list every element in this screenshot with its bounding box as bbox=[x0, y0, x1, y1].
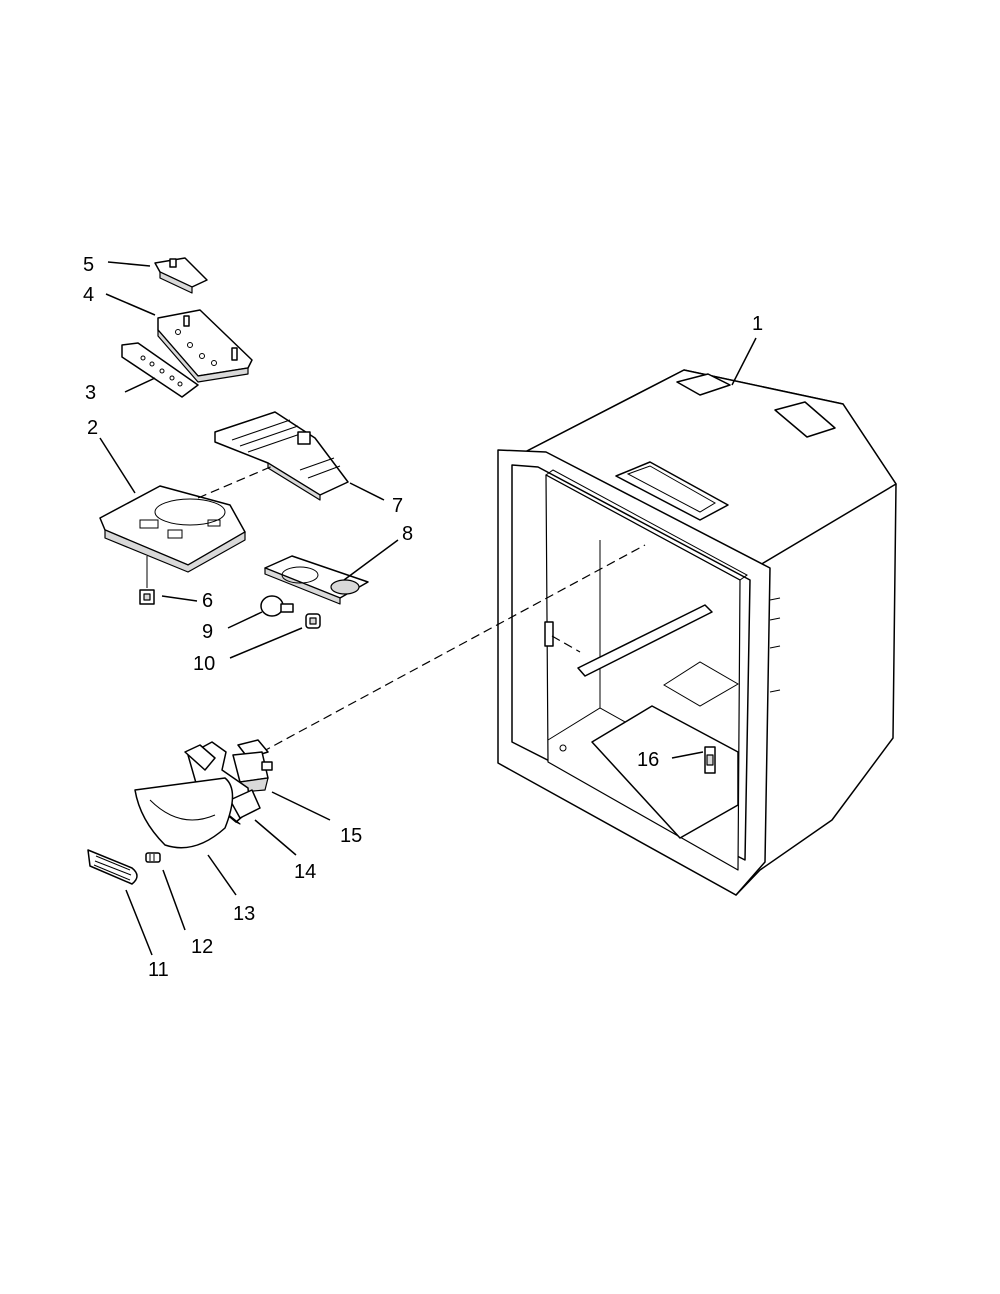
callout-6: 6 bbox=[202, 590, 213, 612]
callout-7: 7 bbox=[392, 495, 403, 517]
screw-part bbox=[145, 852, 161, 863]
control-overlay-part bbox=[121, 342, 199, 398]
callout-3: 3 bbox=[85, 382, 96, 404]
light-housing-part bbox=[99, 485, 246, 573]
callout-9: 9 bbox=[202, 621, 213, 643]
cover-part bbox=[134, 777, 234, 849]
callout-13: 13 bbox=[233, 903, 255, 925]
callout-2: 2 bbox=[87, 417, 98, 439]
valve-part bbox=[232, 739, 273, 793]
callout-4: 4 bbox=[83, 284, 94, 306]
callout-14: 14 bbox=[294, 861, 316, 883]
callout-15: 15 bbox=[340, 825, 362, 847]
callout-12: 12 bbox=[191, 936, 213, 958]
control-housing-part bbox=[157, 309, 253, 383]
light-shield-part bbox=[214, 411, 349, 501]
callout-labels: 5 4 3 2 6 7 8 9 10 1 16 15 14 13 12 11 bbox=[83, 254, 763, 981]
bulb-socket-part bbox=[305, 613, 321, 629]
callout-16: 16 bbox=[637, 749, 659, 771]
leader-lines bbox=[99, 261, 757, 956]
light-cover-part bbox=[264, 555, 369, 605]
callout-8: 8 bbox=[402, 523, 413, 545]
callout-1: 1 bbox=[752, 313, 763, 335]
callout-5: 5 bbox=[83, 254, 94, 276]
control-bracket-part bbox=[154, 257, 208, 294]
switch-part bbox=[704, 746, 716, 774]
light-socket-part bbox=[139, 556, 155, 605]
light-bulb-part bbox=[260, 595, 294, 617]
callout-10: 10 bbox=[193, 653, 215, 675]
callout-11: 11 bbox=[148, 959, 169, 981]
liner-part bbox=[497, 369, 897, 896]
grille-part bbox=[87, 849, 138, 885]
